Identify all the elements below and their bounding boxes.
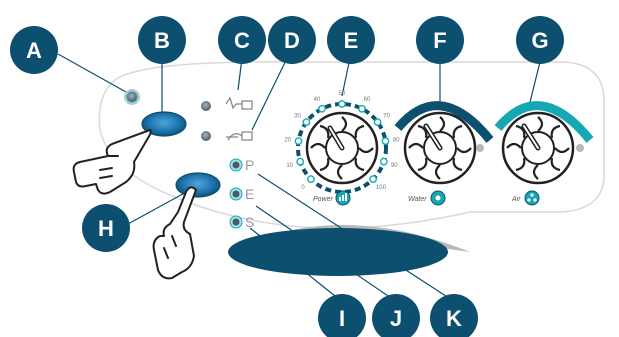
- button-h[interactable]: [175, 172, 221, 198]
- power-knob-label: Power: [313, 196, 334, 203]
- led-e-core: [232, 190, 240, 198]
- power-scale-dot: [373, 118, 382, 127]
- water-knob[interactable]: [394, 101, 494, 185]
- air-knob-label: Air: [511, 196, 521, 203]
- callout-circle-b: [138, 16, 186, 64]
- led-p-core: [232, 161, 240, 169]
- callout-circle-a: [10, 26, 58, 74]
- handpiece-icon-c: [225, 96, 253, 110]
- power-scale-label: 70: [383, 114, 390, 120]
- mode-letter-s: S: [245, 214, 254, 230]
- callout-label-b: B: [154, 28, 170, 53]
- power-bars-icon: [339, 193, 347, 201]
- button-b[interactable]: [141, 111, 187, 137]
- power-scale-label: 60: [364, 97, 371, 103]
- power-scale-dot: [369, 175, 377, 184]
- power-scale-label: 30: [294, 114, 301, 120]
- led-a-inner: [126, 91, 138, 103]
- water-drop-icon: [435, 195, 441, 201]
- power-scale-labels: 0 10 20 30 40 50 60 70 80 90 100: [284, 91, 400, 191]
- mode-letter-p: P: [245, 157, 254, 173]
- led-c: [201, 101, 211, 111]
- power-scale-dot: [381, 137, 390, 146]
- power-scale-dot: [379, 157, 388, 166]
- callout-circle-h: [82, 204, 130, 252]
- hand-pointer-h-icon: [152, 186, 197, 280]
- callout-label-c: C: [234, 28, 250, 53]
- led-s-core: [232, 218, 240, 226]
- air-knob[interactable]: [494, 101, 594, 185]
- callout-label-k: K: [446, 306, 462, 331]
- callout-circle-e: [327, 16, 375, 64]
- callout-label-j: J: [390, 306, 402, 331]
- power-scale-dot: [294, 137, 303, 146]
- mode-letter-e: E: [245, 186, 254, 202]
- power-scale-label: 90: [391, 163, 398, 169]
- power-scale-dot: [296, 157, 305, 166]
- power-scale-label: 50: [339, 91, 346, 97]
- callout-circle-j: [372, 294, 420, 337]
- callout-circle-c: [218, 16, 266, 64]
- power-scale-dot: [318, 104, 326, 113]
- callout-label-g: G: [531, 28, 548, 53]
- callout-circle-g: [516, 16, 564, 64]
- power-scale-dot: [306, 175, 315, 184]
- callout-circle-d: [268, 16, 316, 64]
- power-scale-label: 80: [393, 137, 400, 143]
- callout-label-d: D: [284, 28, 300, 53]
- callout-label-e: E: [344, 28, 359, 53]
- power-scale-label: 100: [376, 185, 387, 191]
- power-scale-label: 10: [286, 163, 293, 169]
- led-d: [201, 131, 211, 141]
- air-fan-icon: [527, 193, 537, 202]
- main-display-oval: [228, 228, 448, 276]
- callout-markers: A B C D E F G H I J K: [10, 16, 564, 337]
- callout-circle-k: [430, 294, 478, 337]
- callout-label-h: H: [98, 216, 114, 241]
- water-knob-label: Water: [408, 196, 427, 203]
- power-scale-dot: [338, 100, 346, 108]
- hand-pointer-b-icon: [72, 129, 152, 195]
- callout-circle-f: [416, 16, 464, 64]
- power-scale-dot: [302, 118, 311, 127]
- power-scale-label: 20: [284, 137, 291, 143]
- power-scale-label: 0: [301, 185, 305, 191]
- power-knob[interactable]: [294, 100, 390, 194]
- air-icon: [524, 190, 540, 206]
- callout-label-i: I: [339, 306, 345, 331]
- callout-label-f: F: [433, 28, 446, 53]
- handpiece-icon-d: [226, 131, 253, 141]
- power-scale-label: 40: [314, 97, 321, 103]
- callout-label-a: A: [26, 38, 42, 63]
- power-scale-dot: [358, 104, 366, 113]
- power-scale-dots: [294, 100, 390, 184]
- callout-circle-i: [318, 294, 366, 337]
